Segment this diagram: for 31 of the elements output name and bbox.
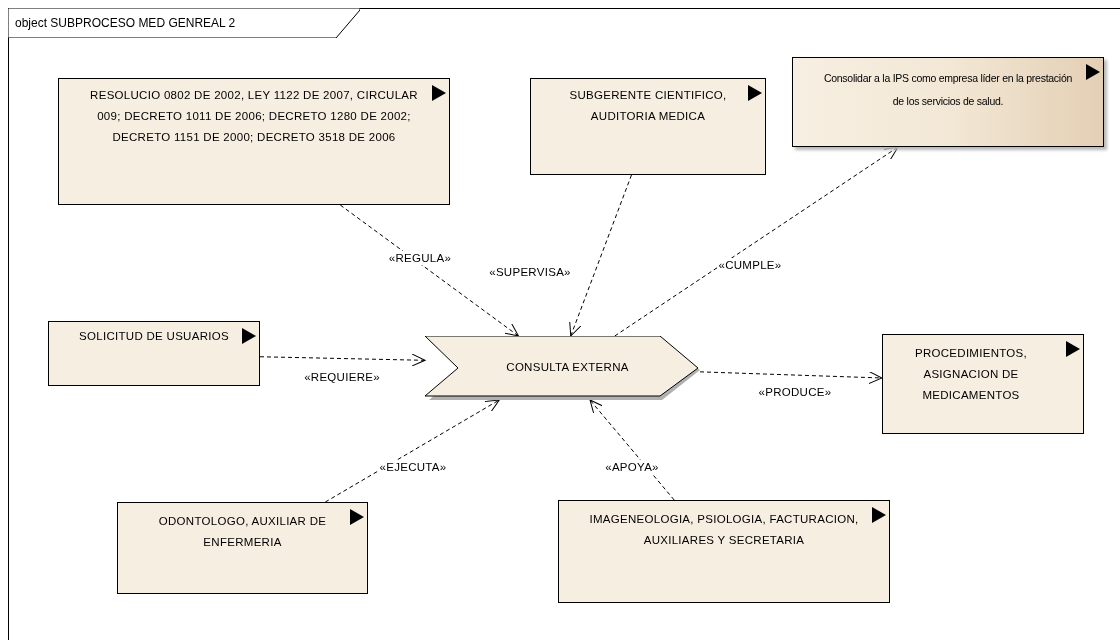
edge-label: «APOYA» [604,460,660,474]
object-box [48,321,260,386]
dependency-arrow [324,399,500,503]
object-box [882,334,1084,434]
dependency-arrow [339,204,519,337]
dependency-arrow [259,353,426,367]
object-box [792,57,1104,147]
edge-label: «PRODUCE» [757,385,833,399]
process-chevron [425,336,700,400]
edge-label: «CUMPLE» [717,258,783,272]
edge-label: «REQUIERE» [303,370,381,384]
node-text: PROCEDIMIENTOS, ASIGNACION DE MEDICAMENTOS [913,346,1029,403]
node-text: IMAGENEOLOGIA, PSIOLOGIA, FACTURACION, AUXILIARES Y SECRETARIA [589,512,859,548]
node-text: SOLICITUD DE USUARIOS [79,329,229,344]
node-text: CONSULTA EXTERNA [505,360,630,375]
dependency-arrow [614,146,899,337]
node-text: ODONTOLOGO, AUXILIAR DE ENFERMERIA [158,514,327,550]
dependency-arrow [699,371,883,385]
object-box [530,78,766,175]
edge-label: «EJECUTA» [378,460,448,474]
node-text: Consolidar a la IPS como empresa líder en la prestación de los servicios de salud. [822,71,1074,109]
object-box [117,502,368,594]
dependency-arrow [589,399,675,501]
node-text: SUBGERENTE CIENTIFICO, AUDITORIA MEDICA [568,88,728,124]
object-box [558,500,890,603]
frame-title: object SUBPROCESO MED GENREAL 2 [15,15,236,32]
object-box [58,78,450,205]
edge-label: «SUPERVISA» [488,265,572,279]
edge-label: «REGULA» [387,251,453,265]
node-text: RESOLUCIO 0802 DE 2002, LEY 1122 DE 2007, CIRCULAR 009; DECRETO 1011 DE 2006; DECRETO 1280 DE 2002; DECRETO 1151 DE 2000; DECRETO 3518 DE 2006 [89,88,419,145]
dependency-arrow [569,174,632,337]
